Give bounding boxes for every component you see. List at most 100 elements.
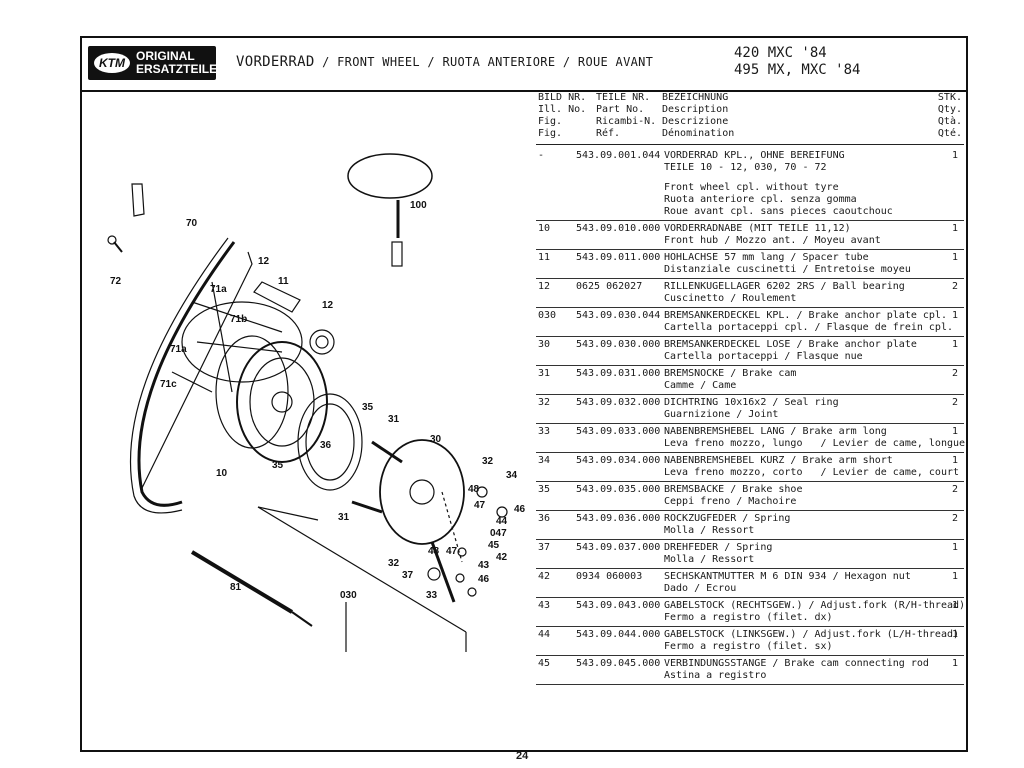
fig-number: 45 (538, 658, 551, 669)
ktm-logo: KTM ORIGINAL ERSATZTEILE (88, 46, 217, 80)
label-70: 70 (186, 218, 198, 229)
description-line: RILLENKUGELLAGER 6202 2RS / Ball bearing (664, 281, 905, 292)
description-line: SECHSKANTMUTTER M 6 DIN 934 / Hexagon nu… (664, 571, 911, 582)
description-line: Fermo a registro (filet. dx) (664, 612, 833, 623)
part-number: 0625 062027 (576, 281, 643, 292)
col-part-fr: Réf. (596, 128, 621, 139)
ktm-badge: KTM (94, 53, 130, 73)
description-line: Front wheel cpl. without tyre (664, 182, 839, 193)
description-line: ROCKZUGFEDER / Spring (664, 513, 791, 524)
fig-number: 36 (538, 513, 551, 524)
label-44: 44 (496, 516, 508, 527)
label-47a: 47 (474, 500, 486, 511)
description-line: DICHTRING 10x16x2 / Seal ring (664, 397, 839, 408)
description-line: NABENBREMSHEBEL KURZ / Brake arm short (664, 455, 893, 466)
description-line: DREHFEDER / Spring (664, 542, 773, 553)
label-32a: 32 (482, 456, 494, 467)
fig-number: 33 (538, 426, 551, 437)
fig-number: 34 (538, 455, 551, 466)
fig-number: 10 (538, 223, 551, 234)
label-43: 43 (478, 560, 490, 571)
sheet-header: KTM ORIGINAL ERSATZTEILE VORDERRAD / FRO… (82, 38, 966, 92)
quantity: 1 (951, 542, 958, 553)
quantity: 2 (951, 397, 958, 408)
col-fig-en: Ill. No. (538, 104, 587, 115)
col-fig-de: BILD NR. (538, 92, 587, 103)
description: SECHSKANTMUTTER M 6 DIN 934 / Hexagon nu… (664, 569, 964, 597)
label-37: 37 (402, 570, 414, 581)
description-line: HOHLACHSE 57 mm lang / Spacer tube (664, 252, 869, 263)
description-line: VERBINDUNGSSTANGE / Brake cam connecting… (664, 658, 929, 669)
col-desc-it: Descrizione (662, 116, 729, 127)
col-qty-de: STK. (937, 92, 962, 103)
label-32b: 32 (388, 558, 400, 569)
quantity: 1 (951, 310, 958, 321)
label-33: 33 (426, 590, 438, 601)
quantity: 1 (951, 223, 958, 234)
description-line: Cuscinetto / Roulement (664, 293, 797, 304)
fig-number: 11 (538, 252, 551, 263)
fig-number: 42 (538, 571, 551, 582)
exploded-drawing: 70 72 71a 71b 71a 71c 12 11 12 100 10 35… (107, 153, 526, 652)
quantity: 1 (951, 252, 958, 263)
description: BREMSANKERDECKEL LOSE / Brake anchor pla… (664, 337, 964, 365)
header-rule (536, 144, 964, 145)
label-12a: 12 (258, 256, 270, 267)
label-047: 047 (490, 528, 507, 539)
part-number: 0934 060003 (576, 571, 643, 582)
label-36: 36 (320, 440, 332, 451)
description-line: Molla / Ressort (664, 525, 755, 536)
description-line: Distanziale cuscinetti / Entretoise moye… (664, 264, 911, 275)
label-72: 72 (110, 276, 122, 287)
description-line: Molla / Ressort (664, 554, 755, 565)
fig-number: 30 (538, 339, 551, 350)
label-31a: 31 (388, 414, 400, 425)
label-30: 30 (430, 434, 442, 445)
label-47b: 47 (446, 546, 458, 557)
quantity: 1 (951, 658, 958, 669)
label-100: 100 (410, 200, 427, 211)
description-line: Cartella portaceppi / Flasque nue (664, 351, 863, 362)
quantity: 2 (951, 513, 958, 524)
quantity: 1 (951, 150, 958, 161)
label-71b: 71b (230, 314, 247, 325)
label-10: 10 (216, 468, 228, 479)
description: GABELSTOCK (LINKSGEW.) / Adjust.fork (L/… (664, 627, 964, 655)
description: VERBINDUNGSSTANGE / Brake cam connecting… (664, 656, 964, 684)
description-line: Leva freno mozzo, lungo / Levier de came… (664, 438, 966, 449)
label-81: 81 (230, 582, 242, 593)
label-31b: 31 (338, 512, 350, 523)
col-qty-en: Qty. (937, 104, 962, 115)
fig-number: 030 (538, 310, 557, 321)
label-34: 34 (506, 470, 518, 481)
col-fig-fr: Fig. (538, 128, 563, 139)
col-part-de: TEILE NR. (596, 92, 651, 103)
fig-number: - (538, 150, 545, 161)
col-part-en: Part No. (596, 104, 645, 115)
label-46b: 46 (478, 574, 490, 585)
description: BREMSANKERDECKEL KPL. / Brake anchor pla… (664, 308, 964, 336)
col-desc-de: BEZEICHNUNG (662, 92, 729, 103)
part-number: 543.09.031.000 (576, 368, 661, 379)
fig-number: 35 (538, 484, 551, 495)
part-number: 543.09.011.000 (576, 252, 661, 263)
label-71c: 71c (160, 379, 177, 390)
table-row: 45 543.09.045.000 1 VERBINDUNGSSTANGE / Bra… (536, 656, 964, 685)
part-number: 543.09.045.000 (576, 658, 661, 669)
description-line: Roue avant cpl. sans pieces caoutchouc (664, 206, 893, 217)
